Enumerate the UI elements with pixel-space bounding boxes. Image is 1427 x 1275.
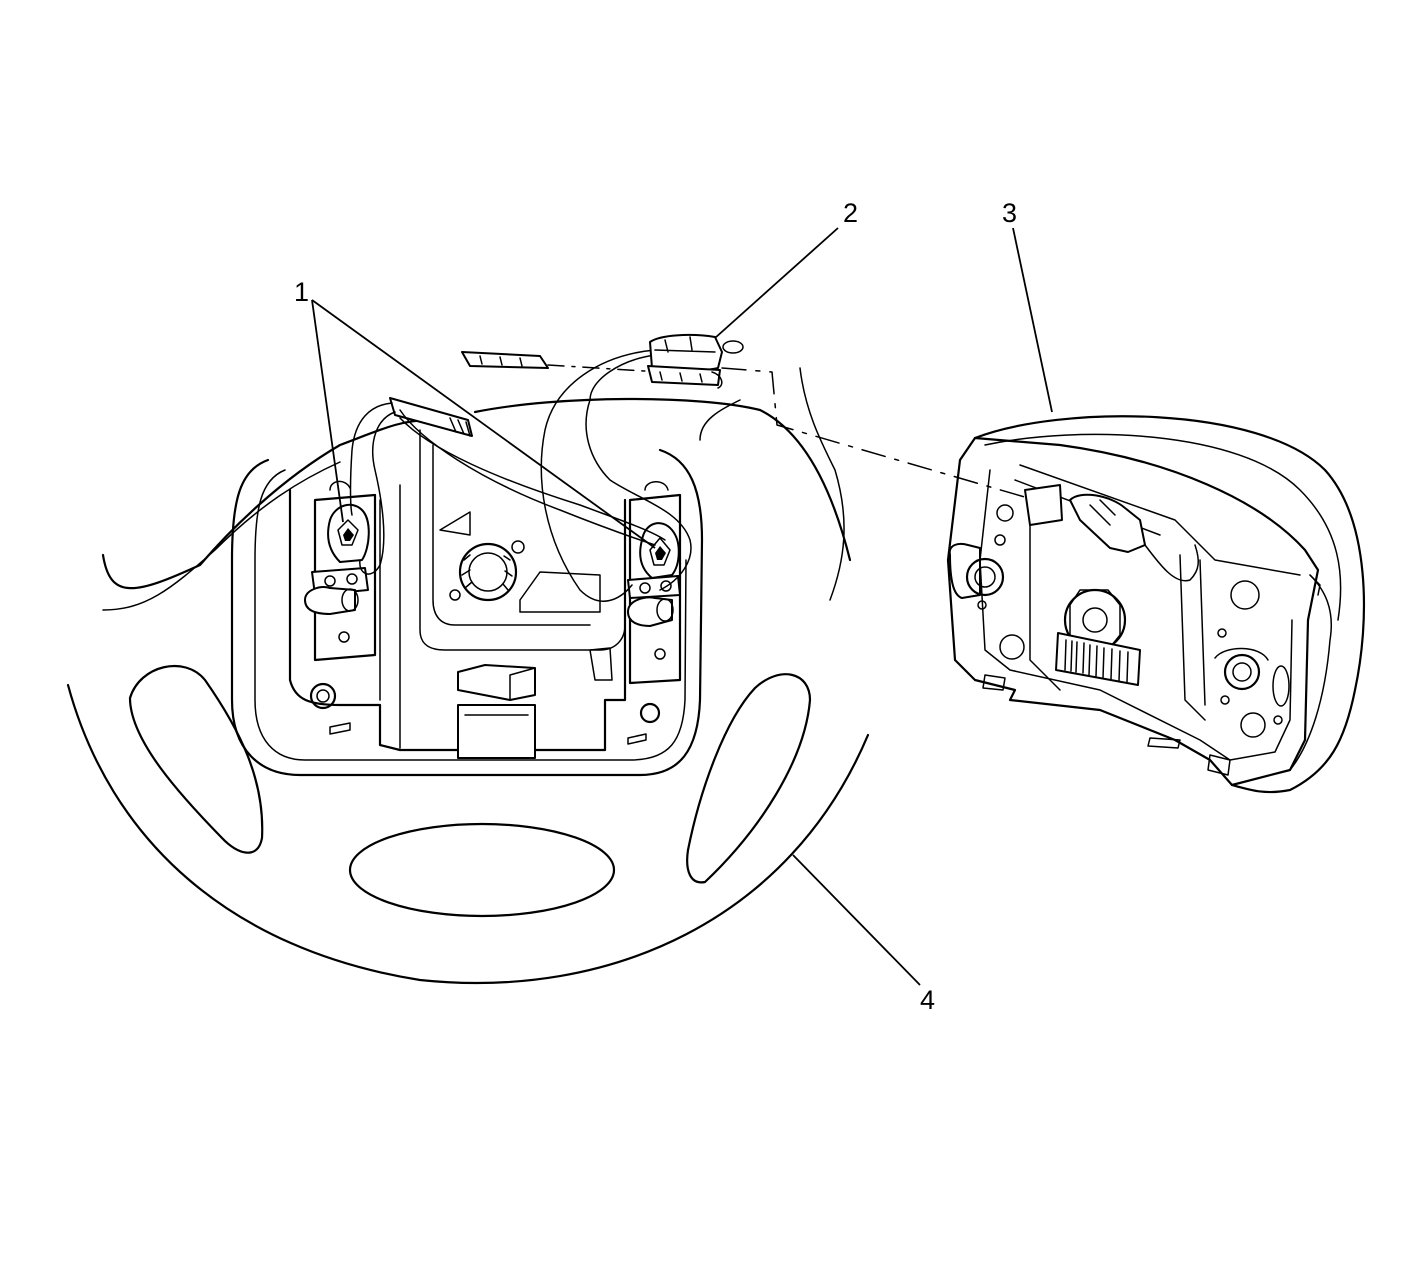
small-connector — [461, 351, 549, 369]
leader-2 — [714, 227, 839, 339]
airbag-back-plate — [946, 436, 1320, 787]
leader-lines — [311, 227, 1053, 986]
steering-wheel-right-opening — [686, 673, 812, 884]
leader-1-right — [311, 299, 656, 549]
airbag-cover-shell — [973, 415, 1366, 794]
steering-wheel-rim-upper-left — [101, 418, 432, 590]
leader-1-left — [311, 299, 344, 523]
horn-contact-left — [304, 503, 370, 615]
steering-wheel-bottom-opening — [348, 822, 616, 918]
steering-wheel-rim-outer — [66, 683, 870, 984]
leader-4 — [792, 854, 921, 986]
hub-nut — [458, 542, 518, 602]
steering-wheel-left-opening — [128, 664, 264, 854]
wire-sleeve — [389, 397, 473, 437]
callout-3: 3 — [1002, 198, 1017, 228]
horn-contact-right — [627, 522, 681, 627]
steering-wheel-hub-frame — [230, 448, 704, 777]
airbag-stud-left — [965, 557, 1005, 597]
right-bracket — [628, 493, 682, 685]
callout-1: 1 — [294, 277, 309, 307]
callouts: 1 2 3 4 — [294, 198, 1017, 1015]
hub-block-upper — [457, 664, 536, 701]
airbag-module — [946, 415, 1366, 794]
leader-3 — [1012, 227, 1053, 413]
airbag-stud-right — [1223, 653, 1261, 691]
wiring-harness — [349, 349, 1036, 602]
steering-wheel-hub-plate — [288, 488, 627, 752]
callout-4: 4 — [920, 985, 935, 1015]
airbag-connector — [647, 333, 744, 389]
steering-wheel — [66, 367, 870, 984]
callout-2: 2 — [843, 198, 858, 228]
horn-contacts — [304, 503, 681, 627]
hub-block-lower — [457, 704, 536, 759]
